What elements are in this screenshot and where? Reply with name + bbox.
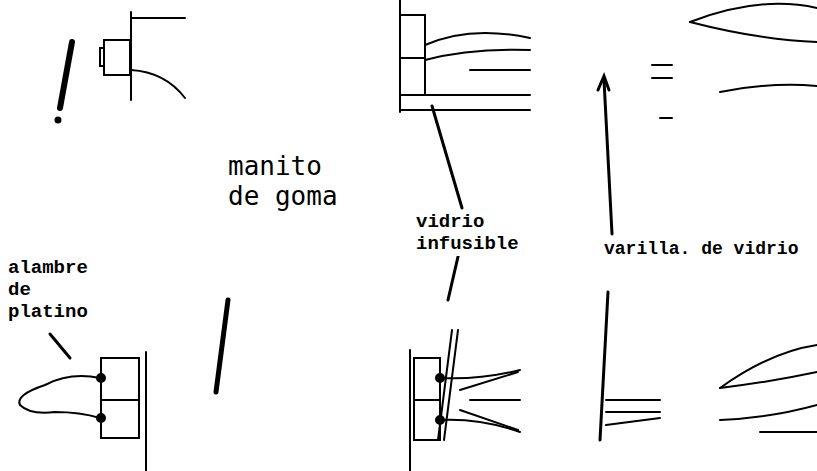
glass-lens — [425, 33, 530, 45]
glass-lens — [425, 50, 530, 60]
rod-lens — [690, 4, 817, 22]
rod-line — [660, 117, 672, 119]
rod-line — [652, 64, 672, 66]
rod-lens — [720, 372, 817, 388]
glass-line — [425, 94, 530, 96]
leader-line — [438, 330, 458, 440]
upper-joint — [400, 0, 530, 112]
holder-edge — [131, 17, 185, 19]
cap — [104, 40, 130, 75]
wire-bead — [97, 374, 105, 382]
part-label: varilla. de vidrio — [602, 238, 801, 260]
glass-line — [400, 109, 530, 111]
rod-line — [760, 431, 817, 433]
rod-lens — [720, 345, 817, 388]
tip-divider — [101, 399, 139, 401]
leader-line — [60, 42, 72, 108]
joint-divider — [414, 399, 440, 401]
joint-wall — [409, 350, 411, 471]
leader-line — [216, 300, 228, 392]
leader-line — [600, 292, 608, 440]
leader-line — [604, 80, 612, 234]
leader-line — [432, 106, 462, 208]
wire — [470, 399, 520, 401]
leader-arrow — [598, 76, 609, 90]
platinum-tip — [19, 376, 100, 418]
joint-divider — [400, 57, 425, 59]
joint-block — [414, 358, 440, 440]
upper-holder — [100, 12, 185, 100]
lower-rod — [606, 345, 817, 432]
part-label: manito de goma — [226, 150, 370, 212]
leader-lines — [50, 42, 612, 440]
rod-line — [606, 411, 660, 413]
tip-wall — [145, 352, 147, 471]
cap-rim — [100, 48, 104, 66]
upper-rod — [652, 4, 817, 118]
leader-line — [50, 334, 70, 358]
rod-line — [720, 85, 817, 92]
wire-bead — [97, 414, 105, 422]
holder-curve — [131, 70, 185, 98]
rod-lens — [690, 22, 817, 42]
part-label: vidrio infusible — [414, 210, 548, 256]
lower-tip — [19, 352, 146, 471]
rod-line — [606, 399, 660, 401]
glass-line — [470, 69, 530, 71]
holder-wall — [130, 12, 132, 100]
lower-joint — [410, 350, 520, 471]
rod-line — [720, 405, 817, 420]
leader-dot — [55, 117, 62, 124]
tip-block — [101, 358, 139, 438]
rod-line — [652, 77, 672, 79]
joint-block — [400, 15, 425, 95]
rod-line — [606, 418, 660, 425]
part-label: alambre de platino — [6, 256, 120, 324]
